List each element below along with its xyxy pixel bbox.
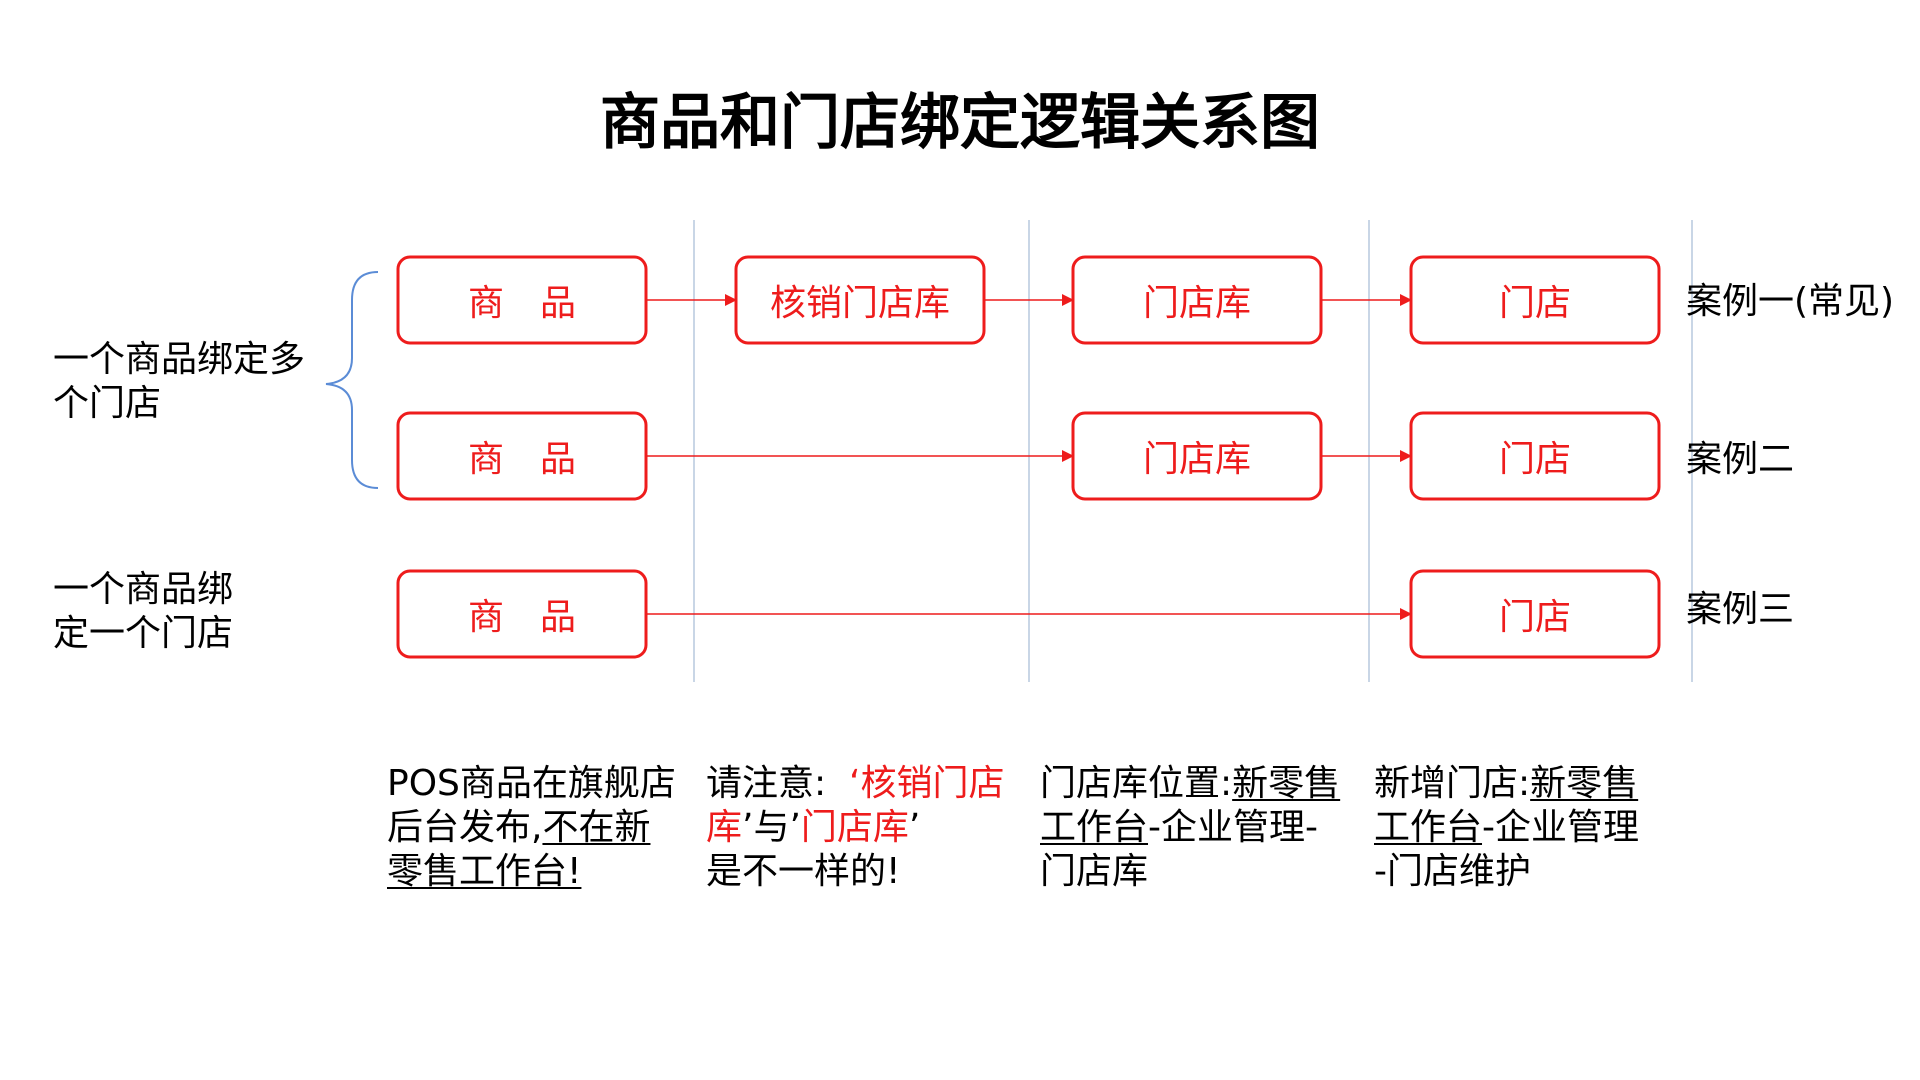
node-box-row2-2 bbox=[1071, 411, 1323, 501]
note-store-prefix: 新增门店: bbox=[1374, 763, 1531, 804]
note-attention: 请注意: ‘核销门店 库’与’门店库’ 是不一样的! bbox=[706, 762, 1004, 894]
note-attention-prefix: 请注意: bbox=[706, 763, 827, 804]
note-store-path: -企业管理 bbox=[1482, 807, 1640, 848]
note-store-lib-target: 门店库 bbox=[1040, 851, 1149, 892]
note-attention-term1-end: 库 bbox=[706, 807, 743, 848]
group-bracket bbox=[325, 271, 379, 489]
node-label-row3-2: 门店 bbox=[1498, 597, 1571, 638]
note-attention-term2: 门店库 bbox=[800, 807, 909, 848]
note-product-line3: 零售工作台! bbox=[387, 851, 582, 892]
node-box-row1-3 bbox=[1071, 255, 1323, 345]
note-product-line2b: 不在新 bbox=[542, 807, 651, 848]
node-box-row2-1 bbox=[396, 411, 648, 501]
node-box-row1-1 bbox=[396, 255, 648, 345]
note-attention-term1-start: ‘核销门店 bbox=[849, 763, 1005, 804]
note-store-lib-prefix: 门店库位置: bbox=[1040, 763, 1233, 804]
node-label-row2-1: 商 品 bbox=[467, 439, 576, 480]
note-product: POS商品在旗舰店 后台发布,不在新 零售工作台! bbox=[387, 762, 676, 894]
note-store-lib-path: -企业管理- bbox=[1148, 807, 1318, 848]
node-box-row2-3 bbox=[1409, 411, 1661, 501]
node-box-row3-1 bbox=[396, 569, 648, 659]
node-label-row1-3: 门店库 bbox=[1142, 283, 1251, 324]
group-label-single-line1: 一个商品绑 bbox=[53, 569, 234, 610]
diagram-title: 商品和门店绑定逻辑关系图 bbox=[600, 88, 1320, 158]
case-label-2: 案例二 bbox=[1686, 439, 1795, 480]
note-store-lib: 门店库位置:新零售 工作台-企业管理- 门店库 bbox=[1040, 762, 1340, 894]
note-store-link1: 新零售 bbox=[1530, 763, 1639, 804]
node-box-row1-4 bbox=[1409, 255, 1661, 345]
node-label-row1-2: 核销门店库 bbox=[769, 283, 950, 324]
node-label-row2-2: 门店库 bbox=[1142, 439, 1251, 480]
note-product-line1: POS商品在旗舰店 bbox=[387, 763, 676, 804]
note-store: 新增门店:新零售 工作台-企业管理 -门店维护 bbox=[1374, 762, 1639, 894]
case-label-1: 案例一(常见) bbox=[1686, 281, 1895, 322]
note-attention-suffix: 是不一样的! bbox=[706, 851, 901, 892]
group-label-single-line2: 定一个门店 bbox=[53, 613, 234, 654]
node-box-row3-2 bbox=[1409, 569, 1661, 659]
note-store-link2: 工作台 bbox=[1374, 807, 1483, 848]
node-box-row1-2 bbox=[734, 255, 986, 345]
note-store-target: -门店维护 bbox=[1374, 851, 1531, 892]
note-store-lib-link2: 工作台 bbox=[1040, 807, 1149, 848]
group-label-multi-line2: 个门店 bbox=[53, 383, 162, 424]
node-label-row1-1: 商 品 bbox=[467, 283, 576, 324]
note-attention-and: ’与’ bbox=[742, 807, 801, 848]
node-label-row2-3: 门店 bbox=[1498, 439, 1571, 480]
note-store-lib-link1: 新零售 bbox=[1232, 763, 1341, 804]
group-label-multi: 一个商品绑定多 个门店 bbox=[53, 338, 305, 426]
note-product-line2a: 后台发布, bbox=[387, 807, 543, 848]
node-label-row3-1: 商 品 bbox=[467, 597, 576, 638]
group-label-multi-line1: 一个商品绑定多 bbox=[53, 339, 306, 380]
node-label-row1-4: 门店 bbox=[1498, 283, 1571, 324]
group-label-single: 一个商品绑 定一个门店 bbox=[53, 568, 233, 656]
case-label-3: 案例三 bbox=[1686, 589, 1795, 630]
note-attention-close: ’ bbox=[908, 807, 921, 848]
